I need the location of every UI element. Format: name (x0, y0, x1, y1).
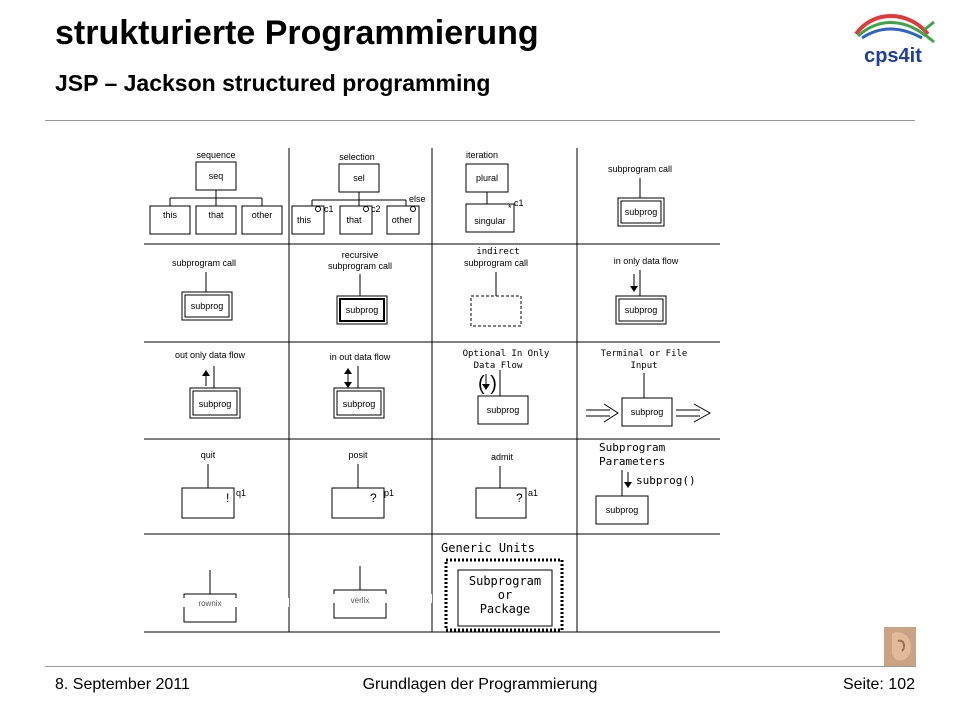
iteration-cond: c1 (514, 198, 524, 208)
singular-box: singular (474, 216, 506, 226)
sel-cond-c2: c2 (371, 204, 381, 214)
iteration-star: * (508, 203, 512, 213)
footer-divider (45, 666, 915, 667)
sequence-cell: sequence seq this that other (149, 150, 283, 235)
footer-date: 8. September 2011 (55, 676, 190, 693)
quit-mark: ! (226, 491, 229, 505)
iteration-cell: iteration plural singular * c1 (465, 150, 524, 233)
params-label-2: Parameters (599, 455, 665, 468)
generic-label: Generic Units (441, 541, 535, 555)
subprogram-call-cell-2: subprogram call subprog (172, 258, 236, 321)
verlix-cell: verlix (290, 566, 432, 619)
quit-label: quit (201, 450, 216, 460)
out-only-cell: out only data flow subprog (175, 350, 246, 419)
logo-text: cps4it (864, 45, 922, 67)
subprog-box-params: subprog (606, 505, 639, 515)
optional-in-cell: Optional In Only Data Flow ( ) subprog (463, 349, 550, 425)
verlix-tile: verlix (351, 596, 370, 605)
cps4it-logo: cps4it (854, 14, 935, 67)
page-subtitle: JSP – Jackson structured programming (55, 70, 491, 96)
in-only-label: in only data flow (614, 256, 679, 266)
seq-child-that: that (208, 210, 224, 220)
sequence-label: sequence (196, 150, 235, 160)
seq-box: seq (209, 171, 224, 181)
optional-label-1: Optional In Only (463, 349, 550, 359)
generic-box-2: or (498, 588, 512, 602)
subprog-box-recursive: subprog (346, 305, 379, 315)
quit-cell: quit ! q1 (181, 450, 246, 519)
plural-box: plural (476, 173, 498, 183)
terminal-label-1: Terminal or File (601, 349, 688, 359)
params-cell: Subprogram Parameters subprog() subprog (595, 441, 696, 525)
indirect-call-cell: indirect subprogram call (464, 247, 528, 327)
presenter-photo (884, 627, 916, 667)
sel-box: sel (353, 173, 365, 183)
quit-cond: q1 (236, 488, 246, 498)
generic-box-1: Subprogram (469, 574, 541, 588)
in-only-cell: in only data flow subprog (614, 256, 679, 325)
recursive-label-2: subprogram call (328, 261, 392, 271)
recursive-call-cell: recursive subprogram call subprog (328, 250, 392, 325)
in-out-cell: in out data flow subprog (330, 352, 391, 419)
sel-cond-c1: c1 (324, 204, 334, 214)
subprog-box-out-only: subprog (199, 399, 232, 409)
header-divider (45, 120, 915, 121)
in-out-label: in out data flow (330, 352, 391, 362)
generic-box-3: Package (480, 602, 531, 616)
diagram-grid (144, 148, 720, 633)
posit-label: posit (348, 450, 368, 460)
iteration-label: iteration (466, 150, 498, 160)
indirect-label-1: indirect (476, 247, 519, 257)
seq-child-other: other (252, 210, 273, 220)
admit-cond: a1 (528, 488, 538, 498)
params-label-1: Subprogram (599, 441, 666, 454)
generic-units-cell: Generic Units Subprogram or Package (441, 541, 564, 632)
sel-child-this: this (297, 215, 312, 225)
rownix-cell: rownix (144, 570, 289, 623)
subprogram-call-cell-1: subprogram call subprog (608, 164, 672, 227)
subprog-box-terminal: subprog (631, 407, 664, 417)
subprog-box-optional: subprog (487, 405, 520, 415)
params-call: subprog() (636, 474, 696, 487)
subprog-box-in-only: subprog (625, 305, 658, 315)
terminal-label-2: Input (630, 361, 657, 371)
out-only-label: out only data flow (175, 350, 246, 360)
posit-cell: posit ? p1 (331, 450, 394, 519)
admit-label: admit (491, 452, 514, 462)
terminal-cell: Terminal or File Input subprog (586, 349, 712, 427)
footer-page: Seite: 102 (842, 676, 915, 693)
subprog-box-in-out: subprog (343, 399, 376, 409)
subprog-box-1: subprog (625, 207, 658, 217)
subprogram-call-label-2: subprogram call (172, 258, 236, 268)
optional-label-2: Data Flow (474, 361, 523, 371)
recursive-label-1: recursive (342, 250, 379, 260)
jsp-notation-diagram: sequence seq this that other selection s… (144, 148, 720, 633)
sel-child-other: other (392, 215, 413, 225)
admit-cell: admit ? a1 (475, 452, 538, 519)
posit-mark: ? (370, 491, 377, 505)
indirect-label-2: subprogram call (464, 258, 528, 268)
sel-else: else (409, 194, 426, 204)
sel-child-that: that (346, 215, 362, 225)
page-title: strukturierte Programmierung (55, 14, 539, 52)
subprogram-call-label-1: subprogram call (608, 164, 672, 174)
footer-course: Grundlagen der Programmierung (362, 676, 598, 693)
rownix-tile: rownix (198, 599, 221, 608)
subprog-box-2: subprog (191, 301, 224, 311)
selection-label: selection (339, 152, 375, 162)
posit-cond: p1 (384, 488, 394, 498)
selection-cell: selection sel this that other c1 c2 else (291, 152, 426, 235)
admit-mark: ? (516, 491, 523, 505)
seq-child-this: this (163, 210, 178, 220)
